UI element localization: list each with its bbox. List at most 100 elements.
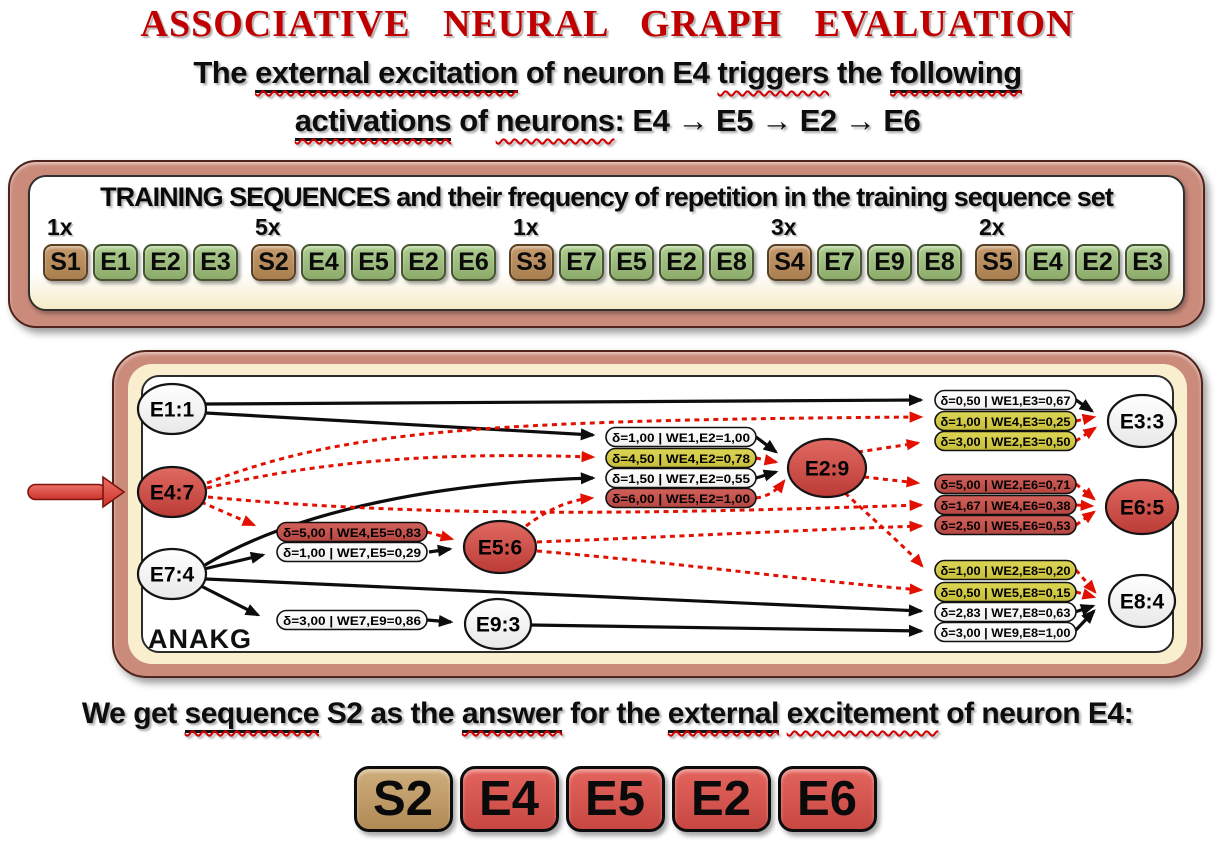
- repetition-count: 3x: [771, 214, 797, 240]
- svg-text:E4:7: E4:7: [150, 482, 194, 505]
- page-title: ASSOCIATIVE NEURAL GRAPH EVALUATION: [140, 3, 1075, 45]
- svg-text:E9:3: E9:3: [476, 614, 520, 637]
- neuron-box: E3: [193, 244, 238, 281]
- svg-text:E5:6: E5:6: [478, 537, 522, 560]
- anakg-graph: δ=1,00 | WE1,E2=1,00 δ=4,50 | WE4,E2=0,7…: [27, 382, 1180, 654]
- node-e4: E4:7: [136, 465, 208, 519]
- svg-text:δ=1,50 | WE7,E2=0,55: δ=1,50 | WE7,E2=0,55: [612, 472, 750, 486]
- neuron-box: E3: [1125, 244, 1170, 281]
- node-e8: E8:4: [1107, 573, 1177, 629]
- edge-we2e3-e3: [1075, 426, 1097, 443]
- neuron-box: E9: [867, 244, 912, 281]
- conclusion-text: answer: [461, 697, 563, 733]
- edge-label-we4e3: δ=1,00 | WE4,E3=0,25: [934, 410, 1077, 432]
- svg-text:E3:3: E3:3: [1120, 411, 1164, 434]
- edge-e7-we7e8: [205, 577, 924, 617]
- edge-we1e3-e3: [1075, 398, 1095, 413]
- edge-we2e8-e8: [1074, 569, 1097, 594]
- edge-we4e2-e2: [755, 454, 779, 466]
- anakg-watermark: ANAKG: [148, 624, 252, 654]
- subtitle-text: triggers: [717, 55, 829, 90]
- edge-we7e9-e9: [426, 614, 454, 628]
- node-e7: E7:4: [136, 547, 208, 601]
- edge-label-we1e3: δ=0,50 | WE1,E3=0,67: [934, 389, 1077, 411]
- edge-e4-we4e2: [206, 450, 596, 490]
- answer-neuron-box: E2: [671, 766, 771, 832]
- training-header: TRAINING SEQUENCES and their frequency o…: [100, 182, 1114, 212]
- neuron-box: E2: [143, 244, 188, 281]
- edge-label-we1e2: δ=1,00 | WE1,E2=1,00: [605, 426, 757, 448]
- svg-text:E2:9: E2:9: [805, 458, 849, 481]
- edge-we2e6-e6: [1075, 482, 1096, 501]
- repetition-count: 1x: [47, 214, 73, 240]
- svg-text:δ=2,83 | WE7,E8=0,63: δ=2,83 | WE7,E8=0,63: [941, 606, 1071, 620]
- sequence-group-s3: 1x S3 E7 E5 E2 E8: [509, 214, 754, 281]
- neuron-box: E2: [659, 244, 704, 281]
- svg-text:δ=6,00 | WE5,E2=1,00: δ=6,00 | WE5,E2=1,00: [612, 492, 750, 506]
- edge-label-we4e2: δ=4,50 | WE4,E2=0,78: [605, 447, 757, 469]
- svg-text:δ=0,50 | WE5,E8=0,15: δ=0,50 | WE5,E8=0,15: [941, 586, 1071, 600]
- edge-we7e8-e8: [1074, 604, 1096, 616]
- sequence-boxes: S1 E1 E2 E3: [43, 244, 238, 281]
- edge-e7-we7e9: [200, 584, 261, 617]
- neuron-box: E2: [401, 244, 446, 281]
- conclusion-text: We get: [81, 697, 185, 730]
- answer-neuron-box: E5: [565, 766, 665, 832]
- edge-label-we5e8: δ=0,50 | WE5,E8=0,15: [934, 581, 1077, 603]
- svg-text:E8:4: E8:4: [1120, 591, 1165, 614]
- sequence-group-s2: 5x S2 E4 E5 E2 E6: [251, 214, 496, 281]
- svg-text:δ=3,00 | WE9,E8=1,00: δ=3,00 | WE9,E8=1,00: [941, 626, 1071, 640]
- edge-label-we2e6: δ=5,00 | WE2,E6=0,71: [934, 473, 1077, 495]
- subtitle-text: following: [890, 55, 1022, 93]
- sequence-id-box: S1: [43, 244, 88, 281]
- edge-we7e2-e2: [755, 469, 779, 482]
- edge-e4-we4e3: [206, 411, 924, 485]
- svg-text:δ=0,50 | WE1,E3=0,67: δ=0,50 | WE1,E3=0,67: [941, 394, 1071, 408]
- node-e3: E3:3: [1106, 393, 1178, 449]
- conclusion-text: sequence: [184, 697, 319, 733]
- edge-label-we5e2: δ=6,00 | WE5,E2=1,00: [605, 487, 757, 509]
- edge-e1-we1e2: [205, 411, 596, 441]
- activated-edges: [200, 411, 1097, 600]
- subtitle-text: activations: [294, 103, 452, 141]
- edge-label-we7e9: δ=3,00 | WE7,E9=0,86: [276, 609, 428, 631]
- neuron-box: E1: [93, 244, 138, 281]
- conclusion-text: S2 as the: [318, 697, 462, 730]
- edge-e1-we1e3: [205, 393, 924, 407]
- subtitle-text: The: [193, 55, 256, 90]
- sequence-boxes: S5 E4 E2 E3: [975, 244, 1170, 281]
- edge-e2-we2e3: [857, 439, 921, 454]
- training-sequences-row: 1x S1 E1 E2 E3 5x S2 E4 E5 E2: [30, 214, 1183, 281]
- neuron-nodes: E1:1 E4:7 E7:4 E5:6 E9:3 E2:9 E3:3 E6:5 …: [136, 382, 1180, 651]
- svg-text:δ=3,00 | WE7,E9=0,86: δ=3,00 | WE7,E9=0,86: [283, 614, 421, 628]
- edge-e7-we7e2: [204, 472, 596, 567]
- edge-we4e5-e5: [426, 530, 455, 542]
- svg-text:δ=4,50 | WE4,E2=0,78: δ=4,50 | WE4,E2=0,78: [612, 452, 750, 466]
- repetition-count: 5x: [255, 214, 281, 240]
- sequence-id-box: S5: [975, 244, 1020, 281]
- edge-we4e3-e3: [1075, 413, 1097, 426]
- edge-label-we5e6: δ=2,50 | WE5,E6=0,53: [934, 514, 1077, 536]
- svg-text:E7:4: E7:4: [150, 564, 195, 587]
- edge-label-we2e3: δ=3,00 | WE2,E3=0,50: [934, 430, 1077, 452]
- edge-e4-we4e5: [200, 500, 257, 527]
- sequence-id-box: S2: [251, 244, 296, 281]
- edge-e7-we7e5: [203, 551, 266, 571]
- node-e1: E1:1: [136, 382, 208, 436]
- sequence-group-s5: 2x S5 E4 E2 E3: [975, 214, 1170, 281]
- subtitle-text: of neuron E4: [517, 55, 718, 90]
- conclusion-text: excitement: [786, 697, 939, 730]
- answer-neuron-box: E4: [459, 766, 559, 832]
- subtitle-line-2: activations of neurons: E4 → E5 → E2 → E…: [0, 103, 1215, 141]
- svg-text:δ=3,00 | WE2,E3=0,50: δ=3,00 | WE2,E3=0,50: [941, 435, 1071, 449]
- answer-neuron-box: E6: [777, 766, 877, 832]
- edge-e2-we2e8: [843, 491, 924, 568]
- activation-path-text: : E4 → E5 → E2 → E6: [614, 103, 921, 138]
- neuron-box: E7: [559, 244, 604, 281]
- edge-label-we7e5: δ=1,00 | WE7,E5=0,29: [276, 541, 428, 563]
- edge-label-we9e8: δ=3,00 | WE9,E8=1,00: [934, 621, 1077, 643]
- training-sequences-panel: TRAINING SEQUENCES and their frequency o…: [8, 160, 1205, 328]
- edge-e9-we9e8: [530, 623, 924, 637]
- sequence-boxes: S3 E7 E5 E2 E8: [509, 244, 754, 281]
- neuron-box: E6: [451, 244, 496, 281]
